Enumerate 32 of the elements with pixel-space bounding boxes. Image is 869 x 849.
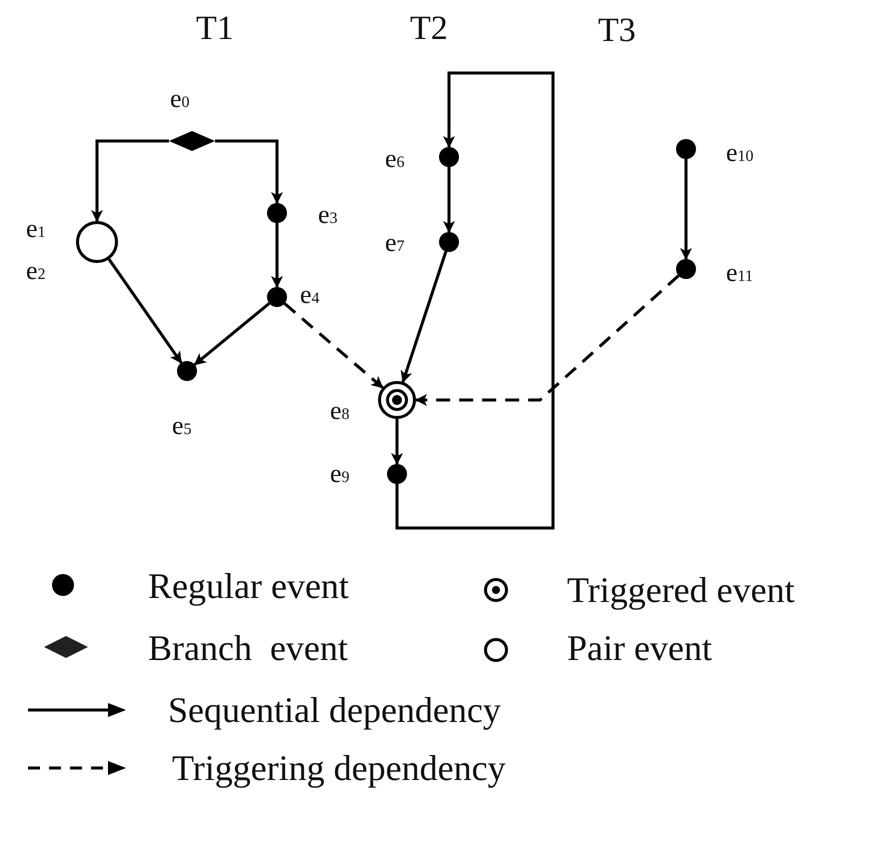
event-dot xyxy=(177,361,197,381)
event-dot xyxy=(439,232,459,252)
arrow xyxy=(108,258,183,364)
legend-text: Sequential dependency xyxy=(168,692,501,728)
event-dot xyxy=(439,147,459,167)
thread-title: T1 xyxy=(196,12,234,46)
arrow xyxy=(271,223,283,288)
legend-text: Branch event xyxy=(148,630,348,666)
arrow xyxy=(443,167,455,233)
legend-text: Triggered event xyxy=(567,572,795,608)
thread-title: T3 xyxy=(598,14,636,48)
event-dot xyxy=(267,203,287,223)
arrow xyxy=(91,140,169,222)
dashed-arrow xyxy=(284,302,384,389)
pair-event-circle xyxy=(76,221,118,263)
arrow xyxy=(680,159,692,260)
event-dot xyxy=(676,139,696,159)
dashed-arrow xyxy=(415,274,680,406)
arrow xyxy=(396,72,554,530)
legend-text: Pair event xyxy=(567,630,712,666)
event-dot xyxy=(267,287,287,307)
branch-diamond xyxy=(169,131,215,151)
arrow xyxy=(194,302,270,366)
event-dot xyxy=(387,464,407,484)
arrow xyxy=(400,251,448,383)
arrow xyxy=(391,419,403,465)
arrow xyxy=(215,140,283,204)
legend-text: Regular event xyxy=(148,568,349,604)
legend-text: Triggering dependency xyxy=(172,750,506,786)
thread-title: T2 xyxy=(410,12,448,46)
triggered-event-circle xyxy=(378,381,416,419)
event-dot xyxy=(676,259,696,279)
